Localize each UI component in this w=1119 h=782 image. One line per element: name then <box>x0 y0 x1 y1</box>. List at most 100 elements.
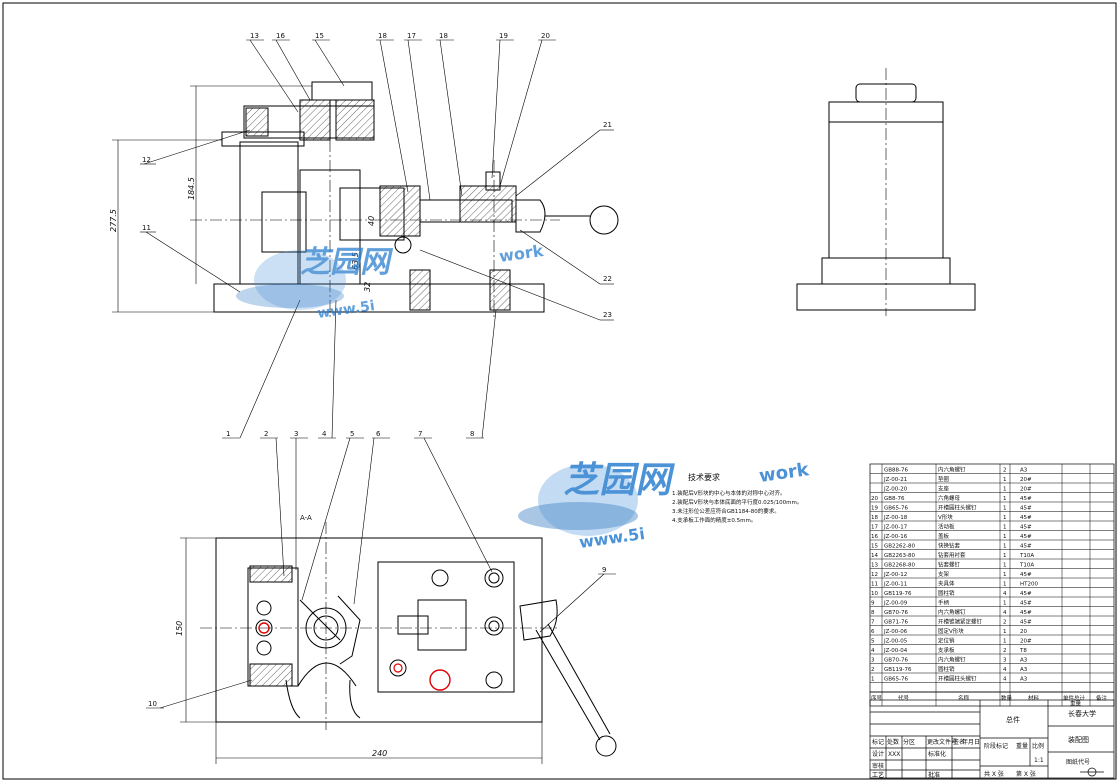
balloon-16: 16 <box>276 32 285 40</box>
bom-cell-qty: 1 <box>1003 562 1007 568</box>
bom-cell-code: GB8-76 <box>884 496 905 502</box>
bom-cell-mat: HT200 <box>1020 581 1038 587</box>
bom-cell-qty: 2 <box>1003 648 1007 654</box>
bom-cell-mat: T10A <box>1019 562 1034 568</box>
bom-cell-name: 盖板 <box>938 532 950 540</box>
bom-cell-code: JZ-00-20 <box>883 486 908 492</box>
bom-cell-name: 内六角螺钉 <box>938 608 966 616</box>
bom-cell-code: JZ-00-06 <box>883 629 908 635</box>
bom-cell-name: 活动板 <box>938 522 955 530</box>
tb-sheet-no: 第 X 张 <box>1016 770 1036 778</box>
bom-cell-code: JZ-00-18 <box>883 515 908 521</box>
bom-cell-qty: 1 <box>1003 515 1007 521</box>
bom-cell-no: 17 <box>871 524 878 530</box>
bom-cell-no: 14 <box>871 553 878 559</box>
bom-cell-mat: 20# <box>1020 486 1032 492</box>
bom-cell-code: GB71-76 <box>884 619 909 625</box>
dim-inner-height: 184.5 <box>187 177 196 200</box>
section-label: A-A <box>300 514 312 522</box>
watermark-en-www-top: www.5i <box>316 298 375 322</box>
bom-cell-mat: 45# <box>1020 534 1032 540</box>
bom-cell-no: 15 <box>871 543 878 549</box>
balloon-18a: 18 <box>378 32 387 40</box>
bom-cell-qty: 4 <box>1003 667 1007 673</box>
bom-cell-no: 11 <box>871 581 878 587</box>
balloon-20: 20 <box>541 32 550 40</box>
bom-cell-code: GB70-76 <box>884 657 909 663</box>
bom-cell-code: GB70-76 <box>884 610 909 616</box>
lever-ball <box>595 735 617 757</box>
watermark-cn-top: 芝园网 <box>299 245 396 280</box>
bom-cell-qty: 1 <box>1003 496 1007 502</box>
cam-lever <box>519 599 558 641</box>
bom-cell-name: 钻套螺钉 <box>938 560 961 568</box>
front-dimensions <box>112 85 312 313</box>
tb-process-label: 工艺 <box>872 771 884 779</box>
tb-date-label: 年月日 <box>962 738 980 746</box>
title-block <box>869 699 1115 779</box>
balloon-leaders-left <box>140 129 251 293</box>
tb-review-label: 审核 <box>872 762 884 770</box>
bom-header-no: 序号 <box>871 694 883 702</box>
bom-cell-name: 圆柱销 <box>938 665 955 673</box>
bom-cell-qty: 1 <box>1003 534 1007 540</box>
bracket-section <box>245 107 269 137</box>
bom-cell-name: 支承板 <box>938 646 955 654</box>
bom-cell-code: GB2263-80 <box>884 553 916 559</box>
bom-cell-mat: 45# <box>1020 505 1032 511</box>
bom-cell-name: V形块 <box>938 513 953 521</box>
bom-cell-code: GB65-76 <box>884 676 909 682</box>
v-block-outline <box>299 595 361 665</box>
bom-header-weight: 重量 <box>1070 699 1082 707</box>
balloon-leaders-bottom <box>146 299 616 709</box>
bom-cell-name: 六角螺母 <box>938 494 961 502</box>
bom-cell-name: 支座 <box>938 484 950 492</box>
bom-cell-name: 开槽锥端紧定螺钉 <box>938 617 983 625</box>
tb-count-label: 处数 <box>887 738 899 746</box>
bom-cell-no: 3 <box>871 657 875 663</box>
bom-cell-no: 10 <box>871 591 878 597</box>
bom-cell-no: 12 <box>871 572 878 578</box>
workpiece-inner <box>313 615 339 641</box>
balloon-1: 1 <box>226 430 230 438</box>
balloon-9: 9 <box>602 566 606 574</box>
dim-depth: 150 <box>175 621 184 636</box>
bom-cell-no: 5 <box>871 638 875 644</box>
bom-header-name: 名称 <box>958 694 970 702</box>
balloon-3: 3 <box>294 430 298 438</box>
top-red-hole <box>429 669 451 691</box>
bom-cell-no: 20 <box>871 496 878 502</box>
bom-cell-code: JZ-00-04 <box>883 648 908 654</box>
top-view <box>200 522 617 757</box>
top-dimensions <box>180 537 543 764</box>
top-hole-3 <box>256 640 272 656</box>
tb-std-label: 标准化 <box>928 750 946 758</box>
bom-cell-code: JZ-00-09 <box>883 600 908 606</box>
bom-cell-name: 钻套用衬套 <box>938 551 966 559</box>
bom-cell-mat: T10A <box>1019 553 1034 559</box>
tb-design-label: 设计 <box>872 750 884 758</box>
bom-cell-mat: 20 <box>1020 629 1027 635</box>
bom-cell-code: JZ-00-12 <box>883 572 907 578</box>
front-view <box>190 81 619 320</box>
bom-cell-qty: 1 <box>1003 638 1007 644</box>
tb-school: 长春大学 <box>1068 709 1096 718</box>
bom-cell-mat: A3 <box>1020 667 1028 673</box>
balloon-21: 21 <box>603 121 612 129</box>
bom-header-note: 备注 <box>1096 694 1108 702</box>
bom-header-frame <box>869 691 1115 707</box>
bom-cell-name: 手柄 <box>938 598 950 606</box>
bom-cell-qty: 3 <box>1003 657 1007 663</box>
tech-requirements: 技术要求 1.装配后V形块的中心与本体的对称中心对齐。 2.装配后V形块与本体底… <box>672 472 802 524</box>
tb-drawing-no-label: 图纸代号 <box>1066 758 1090 766</box>
bom-cell-code: GB2262-80 <box>884 543 916 549</box>
v-block-section <box>379 185 421 237</box>
fork-outline <box>285 662 361 719</box>
top-support-hatch <box>249 565 293 583</box>
balloon-4: 4 <box>322 430 327 438</box>
bom-cell-no: 8 <box>871 610 875 616</box>
dim-d2: 63.5 <box>351 252 360 270</box>
